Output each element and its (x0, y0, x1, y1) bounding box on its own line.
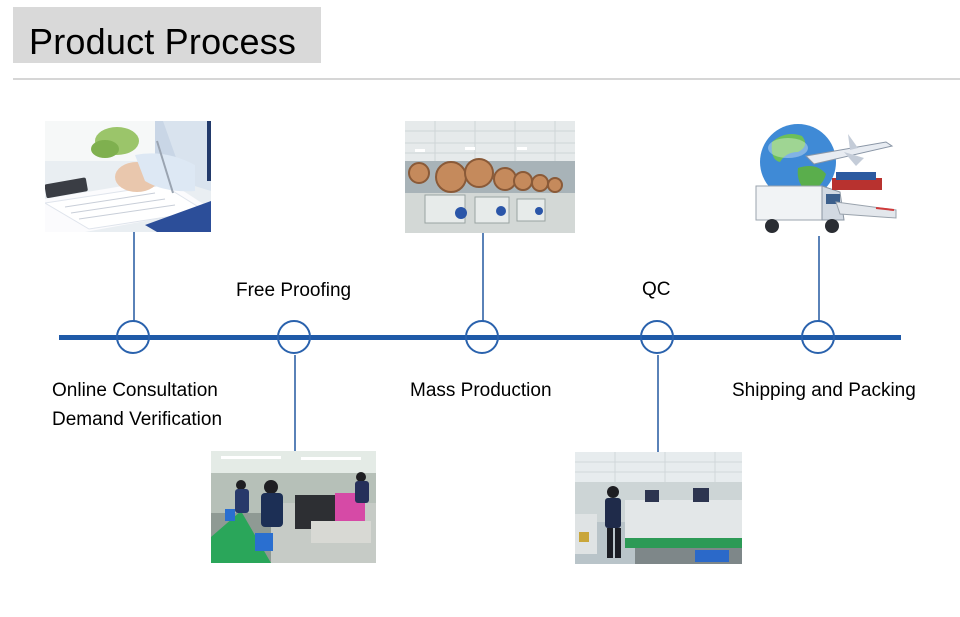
step-2-label: Free Proofing (236, 280, 352, 301)
connector-2 (294, 355, 296, 451)
header-divider (13, 78, 960, 80)
timeline-node-3 (465, 320, 499, 354)
timeline-node-2 (277, 320, 311, 354)
connector-5 (818, 236, 820, 321)
step-1-line2: Demand Verification (52, 409, 223, 430)
timeline-node-5 (801, 320, 835, 354)
step-1-label: Online Consultation Demand Verification (52, 376, 222, 434)
step-3-label: Mass Production (410, 380, 552, 401)
step-5-label: Shipping and Packing (732, 380, 916, 401)
connector-3 (482, 233, 484, 321)
timeline-node-4 (640, 320, 674, 354)
connector-1 (133, 232, 135, 321)
contract-signing-photo (45, 121, 211, 232)
mass-production-factory-photo (405, 121, 575, 233)
step-1-line1: Online Consultation (52, 380, 218, 401)
step-4-label: QC (642, 279, 671, 300)
page-title: Product Process (29, 21, 297, 62)
title-banner: Product Process (13, 7, 321, 63)
proofing-workshop-photo (211, 451, 376, 563)
timeline-node-1 (116, 320, 150, 354)
connector-4 (657, 355, 659, 452)
shipping-logistics-photo (736, 122, 900, 236)
qc-inspection-photo (575, 452, 742, 564)
